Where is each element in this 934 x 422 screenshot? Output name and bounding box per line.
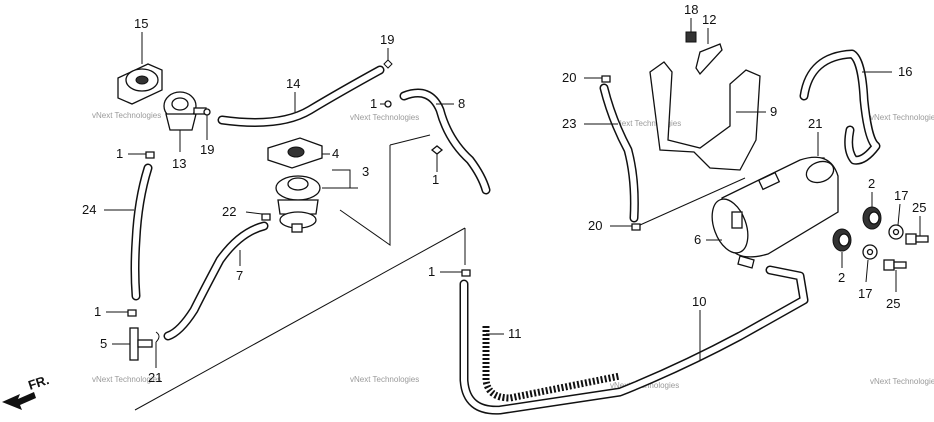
watermark: vNext Technologies xyxy=(350,113,419,122)
callout-20: 20 xyxy=(588,218,602,233)
clip-1-left-top xyxy=(128,151,155,159)
callout-8: 8 xyxy=(458,96,465,111)
callout-17: 17 xyxy=(894,188,908,203)
part-6-canister xyxy=(706,156,839,269)
callout-3: 3 xyxy=(362,164,369,179)
callout-4: 4 xyxy=(332,146,339,161)
watermark: vNext Technologies xyxy=(92,375,161,384)
callout-17: 17 xyxy=(858,286,872,301)
callout-9: 9 xyxy=(770,104,777,119)
watermark: vNext Technologies xyxy=(870,113,934,122)
callout-12: 12 xyxy=(702,12,716,27)
clip-20-bottom xyxy=(610,223,641,231)
part-10-pipe xyxy=(459,265,809,415)
callout-2: 2 xyxy=(868,176,875,191)
callout-1: 1 xyxy=(370,96,377,111)
callout-2: 2 xyxy=(838,270,845,285)
part-12-bracket xyxy=(695,28,723,76)
part-15-seal xyxy=(117,32,163,105)
part-2-cap-upper xyxy=(862,192,882,230)
direction-label: FR. xyxy=(26,372,51,393)
clip-1-center xyxy=(440,269,471,277)
callout-25: 25 xyxy=(912,200,926,215)
callout-1: 1 xyxy=(432,172,439,187)
clip-1-mid xyxy=(430,145,444,172)
callout-16: 16 xyxy=(898,64,912,79)
frame-lines xyxy=(134,134,746,411)
callout-labels: 15 13 19 19 14 8 1 1 1 1 1 4 3 24 22 7 5… xyxy=(82,2,926,385)
callout-22: 22 xyxy=(222,204,236,219)
callout-19: 19 xyxy=(200,142,214,157)
callout-24: 24 xyxy=(82,202,96,217)
callout-7: 7 xyxy=(236,268,243,283)
callout-11: 11 xyxy=(508,326,522,341)
part-23-hose xyxy=(584,83,639,223)
callout-1: 1 xyxy=(116,146,123,161)
part-5-t-joint xyxy=(112,327,153,361)
clip-22 xyxy=(245,211,271,221)
part-17-washer-lower xyxy=(862,244,878,283)
watermark: vNext Technologies xyxy=(870,377,934,386)
clip-1-left-mid xyxy=(106,309,137,317)
part-24-hose xyxy=(104,163,153,301)
callout-13: 13 xyxy=(172,156,186,171)
watermarks: vNext Technologies vNext Technologies vN… xyxy=(92,111,934,390)
part-8-hose xyxy=(399,88,491,195)
part-2-cap-lower xyxy=(832,228,852,268)
callout-14: 14 xyxy=(286,76,300,91)
callout-21: 21 xyxy=(808,116,822,131)
part-25-bolt-upper xyxy=(905,216,929,245)
callout-18: 18 xyxy=(684,2,698,17)
part-3-egr-valve xyxy=(275,169,358,233)
callout-25: 25 xyxy=(886,296,900,311)
part-13-purge-valve xyxy=(163,91,207,152)
part-18-nut xyxy=(685,18,697,43)
callout-10: 10 xyxy=(692,294,706,309)
front-direction-arrow: FR. xyxy=(2,372,51,410)
part-17-washer-upper xyxy=(888,203,904,240)
watermark: vNext Technologies xyxy=(92,111,161,120)
clip-19-left xyxy=(203,108,211,140)
callout-1: 1 xyxy=(428,264,435,279)
clip-19-upper xyxy=(383,48,393,69)
clip-1-upper xyxy=(380,100,392,108)
clip-20-top xyxy=(584,75,611,83)
callout-15: 15 xyxy=(134,16,148,31)
part-16-hose xyxy=(799,49,892,165)
callout-19: 19 xyxy=(380,32,394,47)
callout-23: 23 xyxy=(562,116,576,131)
clip-21-left xyxy=(155,331,160,368)
part-9-bracket xyxy=(649,61,766,171)
part-4-gasket xyxy=(267,137,330,169)
watermark: vNext Technologies xyxy=(350,375,419,384)
part-25-bolt-lower xyxy=(883,259,907,292)
callout-20: 20 xyxy=(562,70,576,85)
arrow-icon xyxy=(2,392,36,410)
watermark: vNext Technologies xyxy=(612,119,681,128)
callout-21: 21 xyxy=(148,370,162,385)
part-11-corrugated-tube xyxy=(482,326,621,402)
callout-1: 1 xyxy=(94,304,101,319)
part-14-hose xyxy=(217,65,385,127)
part-7-hose xyxy=(163,221,269,341)
callout-6: 6 xyxy=(694,232,701,247)
callout-5: 5 xyxy=(100,336,107,351)
